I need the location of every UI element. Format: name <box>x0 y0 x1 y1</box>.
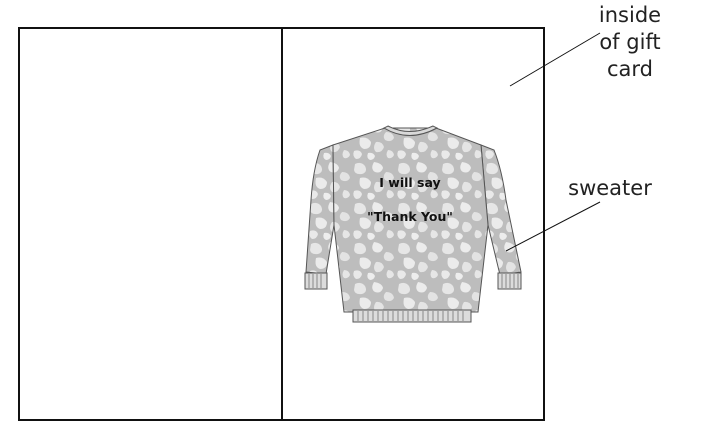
inside-card-label-line3: card <box>590 56 670 83</box>
sweater-label-text: sweater <box>550 175 670 202</box>
sweater-label: sweater <box>550 175 670 202</box>
inside-card-label: inside of gift card <box>590 2 670 83</box>
sweater-text-line2: "Thank You" <box>367 209 453 224</box>
left-cuff <box>305 273 327 289</box>
sweater-text-line1: I will say <box>379 175 440 190</box>
inside-card-label-line2: of gift <box>590 29 670 56</box>
inside-card-label-line1: inside <box>590 2 670 29</box>
